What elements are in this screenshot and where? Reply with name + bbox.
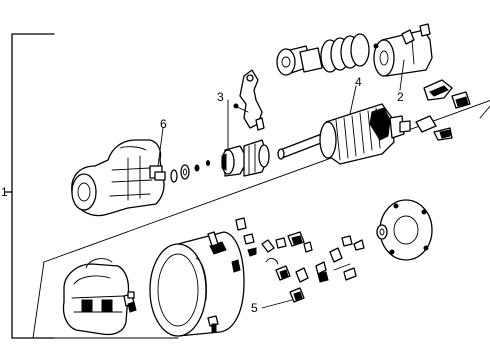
field-frame xyxy=(149,231,245,337)
commutator-end-frame xyxy=(62,258,137,336)
leader-lines xyxy=(157,59,405,309)
starter-drive-clutch xyxy=(221,139,270,177)
drive-end-housing xyxy=(71,139,166,217)
callout-1: 1 xyxy=(1,185,8,199)
armature xyxy=(277,103,411,165)
shift-lever xyxy=(233,69,265,131)
small-hardware xyxy=(207,217,365,333)
callout-2: 2 xyxy=(397,90,404,104)
brushes xyxy=(415,79,471,141)
callout-4: 4 xyxy=(355,75,362,89)
solenoid-plunger xyxy=(276,45,323,76)
callout-6: 6 xyxy=(160,117,167,131)
solenoid-return-spring xyxy=(320,33,370,73)
snap-rings xyxy=(170,160,211,183)
callout-3: 3 xyxy=(217,90,224,104)
assembly-bracket xyxy=(4,33,55,339)
callout-5: 5 xyxy=(251,301,258,315)
solenoid xyxy=(373,23,433,77)
end-plate xyxy=(376,199,433,261)
